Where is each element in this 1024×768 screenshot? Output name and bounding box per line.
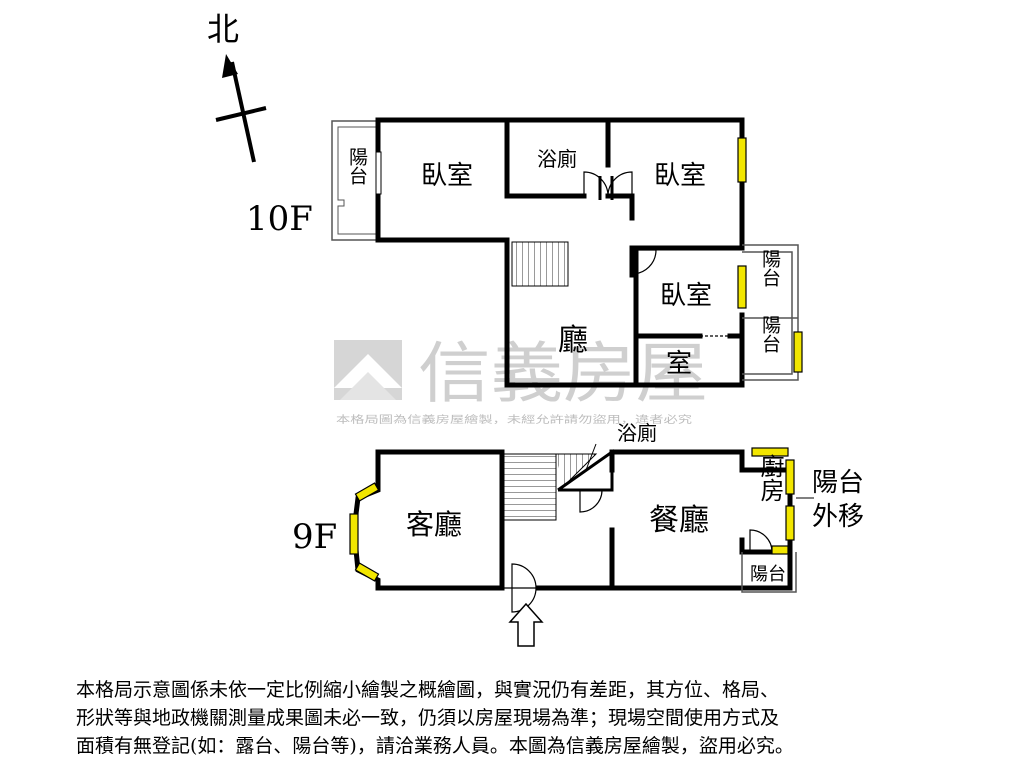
disclaimer-line-1: 本格局示意圖係未依一定比例縮小繪製之概繪圖，與實況仍有差距，其方位、格局、 (76, 679, 780, 701)
north-label: 北 (207, 10, 239, 48)
room-bedroom-ne: 臥室 (654, 161, 706, 191)
compass: 北 (207, 10, 267, 163)
disclaimer: 本格局示意圖係未依一定比例縮小繪製之概繪圖，與實況仍有差距，其方位、格局、 形狀… (76, 676, 976, 760)
windows-10f (737, 137, 803, 373)
balcony-relocated-note-box: 陽台外移 (812, 468, 865, 532)
room-bathroom-10f: 浴廁 (537, 147, 577, 171)
bathroom-leader-line (585, 443, 597, 471)
sliding-door-west (375, 151, 382, 195)
room-dining: 餐廳 (649, 503, 709, 538)
room-bedroom-e: 臥室 (660, 281, 712, 311)
balcony-relocated-note: 陽台外移 (812, 468, 865, 532)
room-balcony-west: 陽台 (346, 147, 368, 185)
stairs-10f (511, 241, 569, 287)
room-balcony-9f: 陽台 (750, 564, 786, 585)
floor-9f: 9F (292, 421, 865, 647)
disclaimer-line-3: 面積有無登記(如：露台、陽台等)，請洽業務人員。本圖為信義房屋繪製，盜用必究。 (76, 735, 794, 757)
room-bathroom-9f: 浴廁 (617, 421, 657, 445)
north-arrow-head-icon (222, 54, 238, 78)
disclaimer-line-2: 形狀等與地政機關測量成果圖未必一致，仍須以房屋現場為準；現場空間使用方式及 (76, 707, 780, 729)
entrance-arrow-icon (508, 602, 544, 647)
room-kitchen: 廚房 (756, 454, 784, 502)
bathroom-9f-walls (557, 449, 614, 492)
windows-9f (349, 447, 795, 582)
room-hall: 廳 (558, 323, 588, 358)
room-small: 室 (666, 349, 692, 379)
room-balcony-east-1: 陽台 (759, 249, 781, 287)
compass-crossbar (215, 106, 267, 122)
watermark-brand: 信義房屋 (418, 335, 708, 412)
balcony-east-outline (742, 244, 799, 381)
balcony-west-outline (331, 120, 378, 241)
watermark: 信義房屋 本格局圖為信義房屋繪製，未經允許請勿盜用，違者必究 (334, 335, 708, 426)
room-living: 客廳 (406, 508, 462, 541)
stairs-9f (503, 453, 557, 521)
floor-10f: 10F (246, 117, 803, 388)
room-balcony-east-2: 陽台 (759, 315, 781, 353)
watermark-note: 本格局圖為信義房屋繪製，未經允許請勿盜用，違者必究 (336, 413, 692, 426)
doors-9f (502, 489, 773, 613)
balcony-9f-outline (741, 552, 797, 593)
floor-label-10f: 10F (246, 199, 313, 239)
room-bedroom-nw: 臥室 (421, 161, 473, 191)
brand-logo-icon (334, 340, 402, 400)
doors-10f (583, 171, 730, 337)
floor-label-9f: 9F (292, 517, 337, 557)
